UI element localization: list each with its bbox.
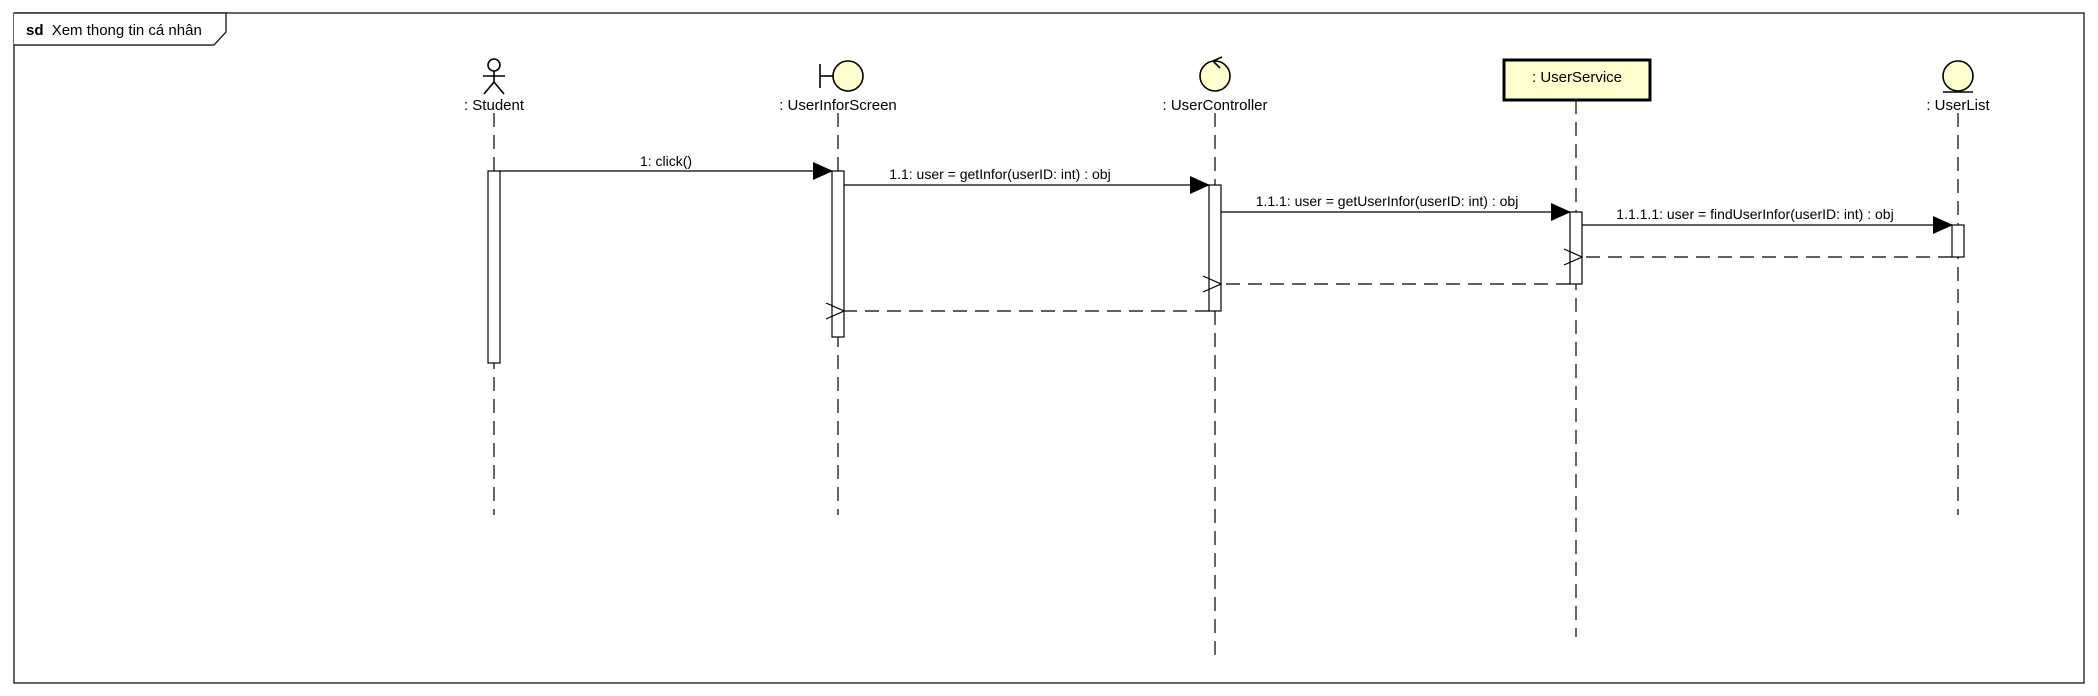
message-4-label: 1.1.1.1: user = findUserInfor(userID: in… <box>1616 206 1893 222</box>
participant-label-list: : UserList <box>1926 97 1990 114</box>
participant-label-student: : Student <box>464 97 525 114</box>
frame-label: sd Xem thong tin cá nhân <box>26 22 202 39</box>
activation-list <box>1951 224 1965 258</box>
diagram-frame <box>13 12 2085 684</box>
boundary-icon <box>819 60 864 92</box>
participant-label-controller: : UserController <box>1162 97 1267 114</box>
frame-label-tab <box>14 12 227 46</box>
activation-service <box>1569 211 1583 285</box>
message-2-label: 1.1: user = getInfor(userID: int) : obj <box>889 166 1110 182</box>
participant-label-service: : UserService <box>1532 69 1622 86</box>
activation-controller <box>1208 184 1222 312</box>
entity-icon <box>1942 60 1974 93</box>
student-actor-icon <box>483 58 505 95</box>
frame-title: Xem thong tin cá nhân <box>52 22 202 39</box>
frame-keyword: sd <box>26 22 44 39</box>
message-3-label: 1.1.1: user = getUserInfor(userID: int) … <box>1256 193 1519 209</box>
participant-label-screen: : UserInforScreen <box>779 97 897 114</box>
control-icon <box>1199 56 1231 92</box>
participant-box-service <box>1502 58 1652 102</box>
message-1-label: 1: click() <box>640 153 692 169</box>
activation-screen <box>831 170 845 338</box>
activation-student <box>487 170 501 364</box>
